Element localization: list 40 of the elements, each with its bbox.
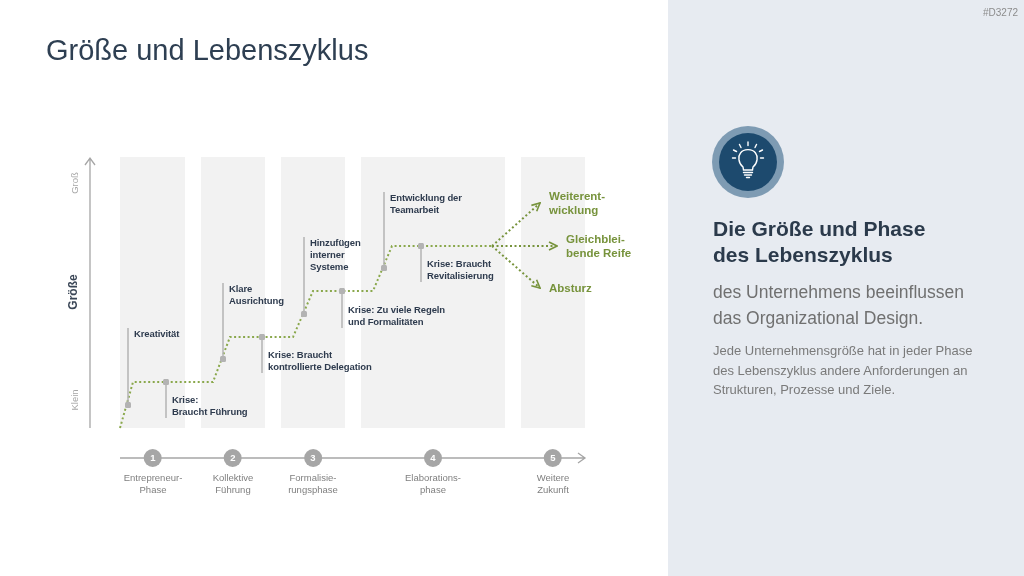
- leader-line: [300, 236, 308, 318]
- leader-line: [338, 287, 346, 329]
- step-number: 1: [144, 449, 162, 467]
- crisis-label: Krise: Braucht Führung: [166, 394, 248, 418]
- phase-name: Entrepreneur- Phase: [123, 472, 183, 496]
- phase-name: Formalisie- rungsphase: [288, 472, 338, 496]
- leader-line: [380, 191, 388, 272]
- panel-subheading: des Unternehmens beeinflussen das Organizational Design.: [713, 281, 964, 330]
- growth-driver-label: Kreativität: [128, 328, 180, 340]
- step-number: 3: [304, 449, 322, 467]
- dotted-arrow: [491, 202, 541, 247]
- axis-label: Groß: [69, 172, 81, 194]
- outcome-label: Weiterent- wicklung: [540, 189, 606, 217]
- step-number: 2: [224, 449, 242, 467]
- phase-name: Kollektive Führung: [212, 472, 254, 496]
- outcome-label: Gleichblei- bende Reife: [557, 232, 632, 260]
- crisis-label: Krise: Braucht Revitalisierung: [421, 258, 494, 282]
- step-number: 4: [424, 449, 442, 467]
- page-title: Größe und Lebenszyklus: [46, 34, 369, 67]
- axis-title: Größe: [67, 274, 81, 310]
- leader-line: [162, 378, 170, 419]
- growth-driver-label: Entwicklung der Teamarbeit: [384, 192, 462, 216]
- crisis-label: Krise: Zu viele Regeln und Formalitäten: [342, 304, 446, 328]
- axis-label: Klein: [69, 389, 81, 411]
- leader-line: [219, 282, 227, 363]
- growth-driver-label: Klare Ausrichtung: [223, 283, 284, 307]
- reference-code: #D3272: [983, 7, 1019, 18]
- phase-name: Weitere Zukunft: [536, 472, 570, 496]
- step-number: 5: [544, 449, 562, 467]
- growth-driver-label: Hinzufügen interner Systeme: [304, 237, 361, 273]
- crisis-label: Krise: Braucht kontrollierte Delegation: [262, 349, 372, 373]
- outcome-label: Absturz: [540, 281, 592, 295]
- dotted-arrow: [491, 245, 541, 289]
- leader-line: [124, 327, 132, 409]
- leader-line: [258, 333, 266, 374]
- panel-heading: Die Größe und Phase des Lebenszyklus: [713, 216, 926, 268]
- phase-name: Elaborations- phase: [405, 472, 461, 496]
- panel-text: Jede Unternehmensgröße hat in jeder Phase des Lebenszyklus andere Anforderungen an Strukturen, Prozesse und Ziele.: [713, 342, 973, 399]
- leader-line: [417, 242, 425, 283]
- dotted-arrow: [491, 241, 558, 251]
